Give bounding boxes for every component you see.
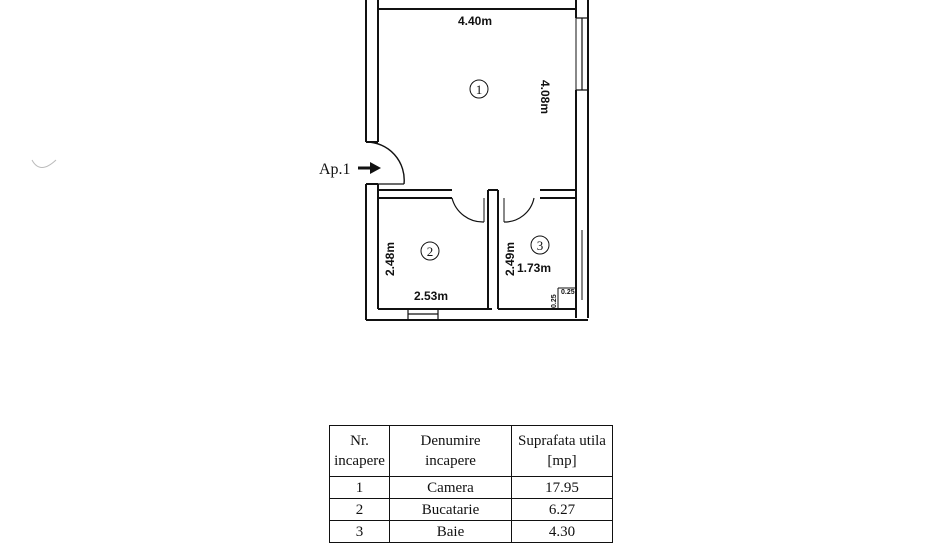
room2-width-dim: 2.53m <box>414 289 448 303</box>
room1-number-circle <box>469 79 489 99</box>
detail-dim-horizontal: 0.25 <box>561 289 575 296</box>
floor-plan: Ap.1 4.40m 4.08m 1 2.48m 2.53m 2 2.49m 1… <box>31 0 589 321</box>
header-room-name: Denumire incapere <box>389 425 512 477</box>
room2-length-dim: 2.48m <box>383 242 397 276</box>
room1-length-dim: 4.08m <box>538 80 552 114</box>
room3-number-circle <box>530 235 550 255</box>
entrance-label: Ap.1 <box>319 161 351 178</box>
cell-area: 17.95 <box>511 476 613 499</box>
table-row: 2 Bucatarie 6.27 <box>329 498 613 521</box>
cell-nr: 1 <box>329 476 390 499</box>
cell-area: 6.27 <box>511 498 613 521</box>
entrance-arrow-icon <box>358 162 381 174</box>
table-row: 1 Camera 17.95 <box>329 476 613 499</box>
cell-name: Bucatarie <box>389 498 512 521</box>
room1-width-dim: 4.40m <box>458 14 492 28</box>
room3-width-dim: 1.73m <box>517 261 551 275</box>
area-table: Nr. incapere Denumire incapere Suprafata… <box>329 425 613 543</box>
table-row: 3 Baie 4.30 <box>329 520 613 543</box>
table-header-row: Nr. incapere Denumire incapere Suprafata… <box>329 425 613 477</box>
detail-dim-vertical: 0.25 <box>551 294 558 308</box>
walls <box>365 0 589 321</box>
cell-name: Camera <box>389 476 512 499</box>
room3-number: 3 <box>537 238 544 253</box>
scan-artifact <box>31 159 57 168</box>
cell-area: 4.30 <box>511 520 613 543</box>
room2-number: 2 <box>427 244 434 259</box>
cell-nr: 2 <box>329 498 390 521</box>
cell-nr: 3 <box>329 520 390 543</box>
room1-number: 1 <box>476 82 483 97</box>
header-useful-area: Suprafata utila [mp] <box>511 425 613 477</box>
cell-name: Baie <box>389 520 512 543</box>
room3-length-dim: 2.49m <box>503 242 517 276</box>
header-room-number: Nr. incapere <box>329 425 390 477</box>
room2-number-circle <box>420 241 440 261</box>
